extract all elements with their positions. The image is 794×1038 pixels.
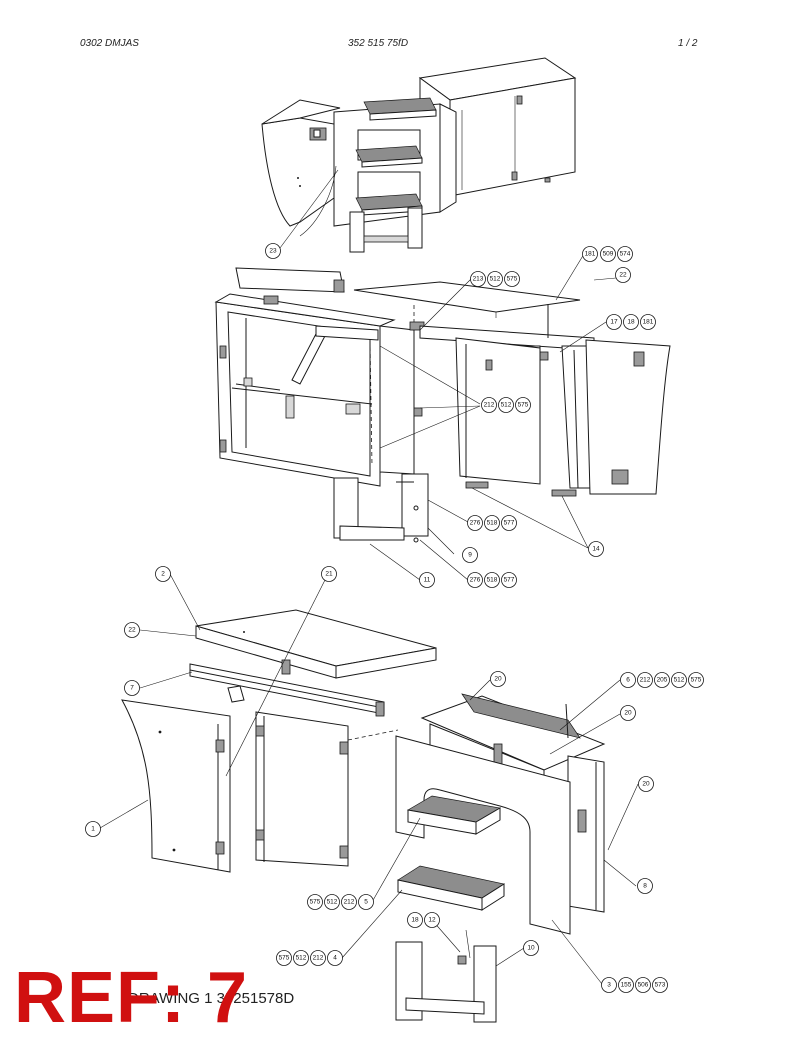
callout-label: 4 xyxy=(333,955,337,962)
callout-label: 14 xyxy=(592,546,600,553)
callout-group-575-512-212-4: 575 512 212 4 xyxy=(276,950,343,966)
callout-label: 573 xyxy=(655,982,666,989)
callout-label: 213 xyxy=(473,276,484,283)
callout-label: 506 xyxy=(638,982,649,989)
callout-group-22-bottom: 22 xyxy=(124,622,140,638)
callout-group-7: 7 xyxy=(124,680,140,696)
callout-group-9: 9 xyxy=(462,547,478,563)
callout-group-20-c: 20 xyxy=(638,776,654,792)
callout-label: 276 xyxy=(470,520,481,527)
lower-exploded-view xyxy=(121,609,606,1023)
callout-label: 8 xyxy=(643,883,647,890)
callout-label: 577 xyxy=(504,577,515,584)
callout-label: 23 xyxy=(269,248,277,255)
callout-label: 12 xyxy=(428,917,436,924)
callout-label: 155 xyxy=(621,982,632,989)
callout-group-20-b: 20 xyxy=(620,705,636,721)
callout-label: 7 xyxy=(130,685,134,692)
frame-exploded-view xyxy=(214,267,671,543)
callout-group-276-518-577-a: 276 518 577 xyxy=(467,515,517,531)
callout-group-17-18-181: 17 18 181 xyxy=(606,314,656,330)
callout-label: 212 xyxy=(313,955,324,962)
callout-group-213-512-575: 213 512 575 xyxy=(470,271,520,287)
callout-label: 212 xyxy=(344,899,355,906)
callout-group-14: 14 xyxy=(588,541,604,557)
header-page-number: 1 / 2 xyxy=(678,38,698,49)
callout-label: 577 xyxy=(504,520,515,527)
callout-label: 20 xyxy=(494,676,502,683)
callout-label: 10 xyxy=(527,945,535,952)
callout-group-10: 10 xyxy=(523,940,539,956)
callout-group-23: 23 xyxy=(265,243,281,259)
callout-label: 9 xyxy=(468,552,472,559)
callout-label: 518 xyxy=(487,520,498,527)
callout-label: 3 xyxy=(607,982,611,989)
callout-label: 276 xyxy=(470,577,481,584)
leader-lines xyxy=(99,169,639,985)
callout-label: 575 xyxy=(507,276,518,283)
callout-label: 518 xyxy=(487,577,498,584)
callout-group-11: 11 xyxy=(419,572,435,588)
callout-label: 575 xyxy=(310,899,321,906)
callout-label: 18 xyxy=(411,917,419,924)
callout-label: 205 xyxy=(657,677,668,684)
callout-group-22-top: 22 xyxy=(615,267,631,283)
assembled-view xyxy=(261,57,577,253)
callout-group-21: 21 xyxy=(321,566,337,582)
callout-label: 18 xyxy=(627,319,635,326)
callout-group-575-512-212-5: 575 512 212 5 xyxy=(307,894,374,910)
callout-label: 5 xyxy=(364,899,368,906)
callout-group-181-509-574: 181 509 574 xyxy=(582,246,633,262)
header-document-code: 0302 DMJAS xyxy=(80,38,139,49)
callout-label: 181 xyxy=(585,251,596,258)
callout-label: 512 xyxy=(490,276,501,283)
callout-label: 20 xyxy=(624,710,632,717)
callout-group-8: 8 xyxy=(637,878,653,894)
callout-label: 22 xyxy=(128,627,136,634)
drawing-number: DRAWING 1 35251578D xyxy=(128,990,295,1007)
callout-label: 574 xyxy=(620,251,631,258)
callout-label: 2 xyxy=(161,571,165,578)
callout-group-6-212-205-512-575: 6 212 205 512 575 xyxy=(620,672,704,688)
callout-label: 21 xyxy=(325,571,333,578)
callout-group-2: 2 xyxy=(155,566,171,582)
callout-label: 11 xyxy=(424,577,431,584)
callout-group-1: 1 xyxy=(85,821,101,837)
callout-label: 212 xyxy=(484,402,495,409)
callout-label: 20 xyxy=(642,781,650,788)
callout-group-20-a: 20 xyxy=(490,671,506,687)
callout-label: 509 xyxy=(603,251,614,258)
ref-label: REF: 7 xyxy=(14,958,249,1038)
callout-group-212-512-575: 212 512 575 xyxy=(481,397,531,413)
callout-label: 512 xyxy=(296,955,307,962)
callout-label: 22 xyxy=(619,272,627,279)
callout-label: 512 xyxy=(501,402,512,409)
callout-group-276-518-577-b: 276 518 577 xyxy=(467,572,517,588)
callout-label: 6 xyxy=(626,677,630,684)
callout-label: 181 xyxy=(643,319,654,326)
callout-group-3-155-506-573: 3 155 506 573 xyxy=(601,977,668,993)
callout-label: 17 xyxy=(610,319,618,326)
header-part-number: 352 515 75fD xyxy=(348,38,409,49)
callout-label: 575 xyxy=(518,402,529,409)
callout-label: 512 xyxy=(327,899,338,906)
callout-label: 212 xyxy=(640,677,651,684)
callout-label: 575 xyxy=(279,955,290,962)
callout-label: 575 xyxy=(691,677,702,684)
callout-group-18-12: 18 12 xyxy=(407,912,440,928)
callout-label: 512 xyxy=(674,677,685,684)
callout-label: 1 xyxy=(91,826,95,833)
